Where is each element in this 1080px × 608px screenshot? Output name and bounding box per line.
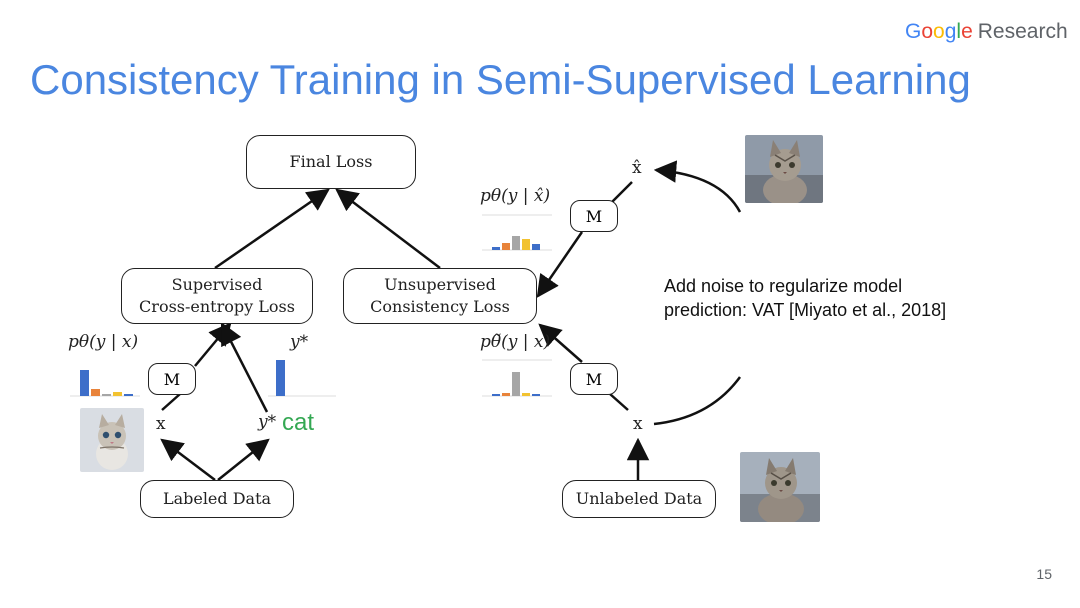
line-x-to-m2: [609, 393, 629, 411]
logo-research-text: Research: [977, 20, 1068, 43]
logo-letter: g: [944, 20, 957, 43]
logo-letter: o: [933, 20, 945, 43]
annotation-text: Add noise to regularize model prediction…: [664, 274, 946, 322]
label-p-theta-x: pθ(y | x): [68, 332, 139, 352]
curve-x-to-noise: [653, 376, 742, 426]
arrow-sup-to-final: [214, 188, 330, 270]
supervised-label-line2: Cross-entropy Loss: [139, 297, 295, 316]
page-number: 15: [1036, 566, 1052, 582]
label-ystar-top: y*: [290, 332, 309, 352]
bar: [512, 236, 520, 250]
annotation-line2: prediction: VAT [Miyato et al., 2018]: [664, 300, 947, 320]
arrow-ystar-to-sup: [220, 321, 269, 413]
bar: [512, 372, 520, 396]
bar: [91, 389, 100, 396]
bar: [80, 370, 89, 396]
bar: [502, 393, 510, 396]
arrow-labeled-to-x: [160, 438, 216, 481]
bar: [532, 394, 540, 396]
unsupervised-label-line1: Unsupervised: [384, 274, 496, 294]
arrow-m2-to-unsup: [538, 323, 583, 363]
unsupervised-label-line2: Consistency Loss: [370, 297, 510, 316]
histogram-ystar: [268, 360, 336, 397]
arrow-unsup-to-final: [335, 188, 441, 269]
model-box-unlabeled: M: [570, 363, 618, 395]
var-xhat: x̂: [632, 158, 642, 178]
cat-label: cat: [282, 409, 315, 436]
arrow-m1-to-unsup: [536, 231, 584, 298]
unsupervised-loss-node: Unsupervised Consistency Loss: [343, 268, 537, 324]
var-x-unlabeled: x: [633, 414, 643, 434]
label-p-theta-tilde: pθ̃(y | x): [480, 332, 551, 352]
bar: [492, 247, 500, 250]
unlabeled-data-label: Unlabeled Data: [575, 488, 703, 508]
line-xhat-to-m1: [611, 181, 633, 203]
bar: [502, 243, 510, 250]
annotation-line1: Add noise to regularize model: [664, 276, 903, 296]
labeled-data-node: Labeled Data: [140, 480, 294, 518]
bar: [522, 239, 530, 250]
unlabeled-cat-photo: [740, 452, 820, 522]
logo-letter: e: [961, 20, 973, 43]
logo-letter: G: [905, 20, 922, 43]
model-box-noisy: M: [570, 200, 618, 232]
unlabeled-data-node: Unlabeled Data: [562, 480, 716, 518]
model-box-labeled: M: [148, 363, 196, 395]
label-p-theta-xhat: pθ(y | x̂): [480, 186, 551, 206]
bar: [124, 394, 133, 396]
histogram-p-theta-xhat: [482, 214, 552, 251]
labeled-data-label: Labeled Data: [162, 488, 272, 508]
final-loss-node: Final Loss: [246, 135, 416, 189]
bar: [492, 394, 500, 396]
supervised-label-line1: Supervised: [171, 274, 263, 294]
histogram-p-theta-tilde: [482, 359, 552, 397]
logo-letter: o: [921, 20, 934, 43]
logo-letter: l: [956, 20, 962, 43]
bar: [522, 393, 530, 396]
noisy-cat-photo: [745, 135, 823, 203]
bar: [102, 394, 111, 396]
supervised-loss-node: Supervised Cross-entropy Loss: [121, 268, 313, 324]
bar: [113, 392, 122, 396]
bar: [532, 244, 540, 250]
var-ystar: y*: [258, 412, 277, 432]
arrow-labeled-to-ystar: [217, 438, 270, 481]
var-x-labeled: x: [156, 414, 166, 434]
bar: [276, 360, 285, 396]
curve-noise-to-xhat: [653, 160, 742, 213]
histogram-p-theta-x: [70, 370, 140, 397]
slide-title: Consistency Training in Semi-Supervised …: [30, 56, 971, 103]
final-loss-label: Final Loss: [289, 151, 373, 171]
line-x-to-m: [161, 393, 181, 411]
kitten-photo: [80, 408, 144, 472]
